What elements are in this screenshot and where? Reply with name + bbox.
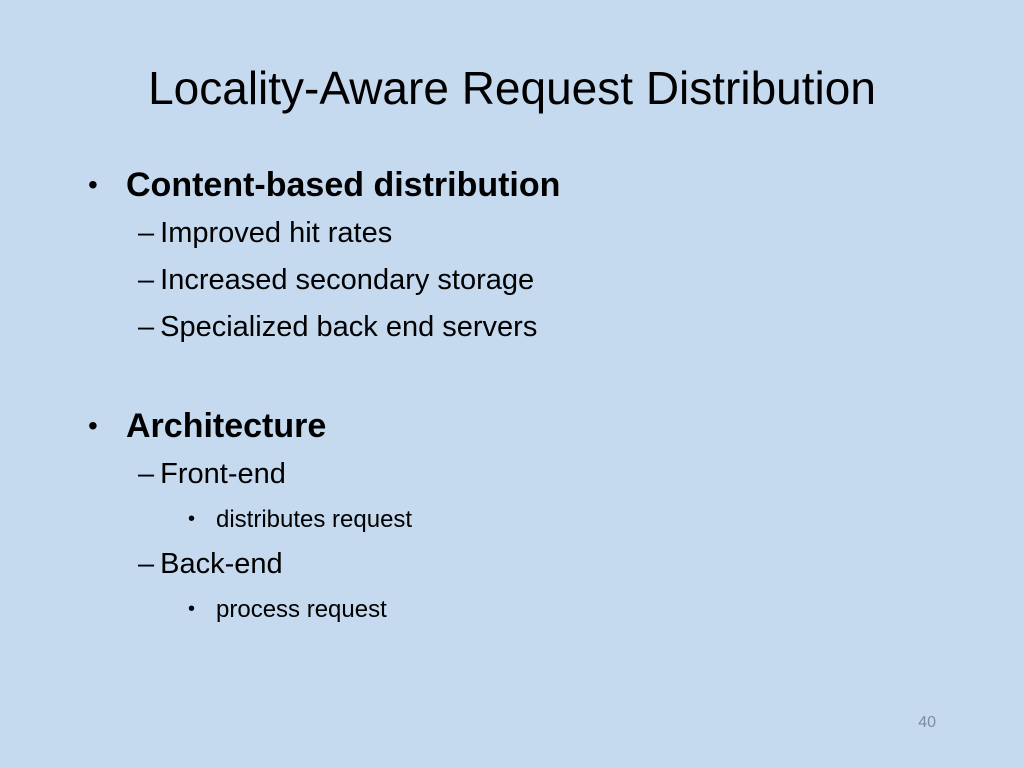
sub-bullet-text: Improved hit rates xyxy=(160,217,393,249)
sub-bullet-text: Front-end xyxy=(160,458,286,490)
bullet-heading: Content-based distribution xyxy=(126,166,561,204)
bullet-icon: • xyxy=(188,598,196,620)
bullet-heading: Architecture xyxy=(126,407,327,445)
sub-bullet-text: Specialized back end servers xyxy=(160,311,538,343)
sub-sub-bullet-distributes-request: • distributes request xyxy=(88,498,968,541)
sub-sub-bullet-process-request: • process request xyxy=(88,588,968,631)
dash-icon: – xyxy=(138,458,155,490)
dash-icon: – xyxy=(138,548,155,580)
page-number: 40 xyxy=(918,714,936,731)
bullet-architecture: • Architecture xyxy=(88,401,968,451)
section-spacer xyxy=(88,351,968,401)
bullet-icon: • xyxy=(188,508,196,530)
sub-bullet-text: Increased secondary storage xyxy=(160,264,535,296)
bullet-icon: • xyxy=(88,410,98,441)
bullet-icon: • xyxy=(88,169,98,200)
sub-bullet-increased-secondary-storage: –Increased secondary storage xyxy=(88,257,968,304)
sub-bullet-front-end: –Front-end xyxy=(88,451,968,498)
dash-icon: – xyxy=(138,311,155,343)
dash-icon: – xyxy=(138,217,155,249)
sub-bullet-specialized-back-end-servers: –Specialized back end servers xyxy=(88,304,968,351)
sub-sub-bullet-text: process request xyxy=(216,596,387,623)
sub-sub-bullet-text: distributes request xyxy=(216,506,413,533)
bullet-content-based-distribution: • Content-based distribution xyxy=(88,160,968,210)
dash-icon: – xyxy=(138,264,155,296)
slide-content: • Content-based distribution –Improved h… xyxy=(88,160,968,631)
sub-bullet-text: Back-end xyxy=(160,548,283,580)
sub-bullet-back-end: –Back-end xyxy=(88,541,968,588)
sub-bullet-improved-hit-rates: –Improved hit rates xyxy=(88,210,968,257)
slide-title: Locality-Aware Request Distribution xyxy=(148,62,876,114)
